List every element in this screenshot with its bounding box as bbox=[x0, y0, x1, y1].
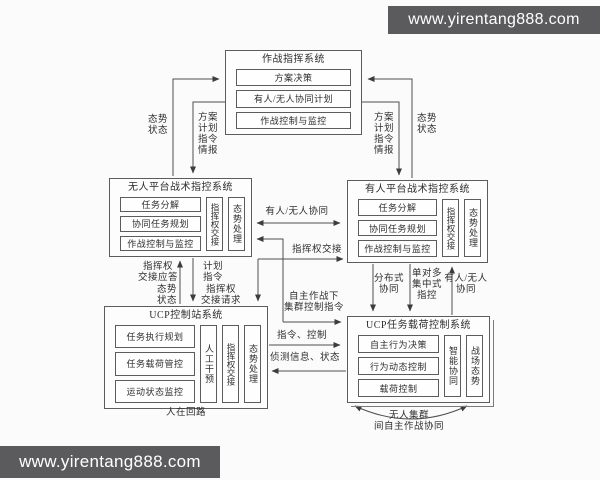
column-situation-processing: 态势处理 bbox=[464, 199, 481, 257]
flow-label-plan-right-down: 方案 计划 指令 情报 bbox=[373, 113, 394, 156]
box-title: 有人平台战术指控系统 bbox=[365, 184, 470, 195]
flow-label-one-to-many: 单对多 集中式 指控 bbox=[411, 269, 442, 301]
flow-label-situation-right-up: 态势 状态 bbox=[416, 114, 437, 135]
box-command-system: 作战指挥系统 方案决策 有人/无人协同计划 作战控制与监控 bbox=[225, 50, 362, 135]
item-coop-task-plan: 协同任务规划 bbox=[120, 216, 201, 232]
flow-label-situation-left-up: 态势 状态 bbox=[147, 115, 168, 136]
flow-line-situation-right-up bbox=[367, 76, 413, 178]
item-autonomous-decision: 自主行为决策 bbox=[358, 335, 439, 353]
box-manned-tactical: 有人平台战术指控系统 任务分解 协同任务规划 作战控制与监控 指挥权交接 态势处… bbox=[347, 180, 488, 263]
column-command-handover: 指挥权交接 bbox=[222, 325, 239, 403]
item-coop-task-plan: 协同任务规划 bbox=[358, 219, 437, 237]
item-task-decompose: 任务分解 bbox=[358, 199, 437, 216]
flow-line-plan-left-down bbox=[190, 101, 225, 174]
item-payload-control: 载荷控制 bbox=[358, 379, 439, 397]
box-ucp-station: UCP控制站系统 任务执行规划 任务载荷管控 运动状态监控 人工干预 指挥权交接… bbox=[104, 306, 268, 409]
footnote-human-in-loop: 人在回路 bbox=[165, 408, 206, 418]
item-coop-plan: 有人/无人协同计划 bbox=[236, 90, 351, 108]
column-command-handover: 指挥权交接 bbox=[442, 199, 459, 257]
watermark-bottom-left: www.yirentang888.com bbox=[0, 446, 220, 478]
item-task-decompose: 任务分解 bbox=[120, 197, 201, 213]
flow-label-plan-cmd: 计划 指令 bbox=[202, 262, 223, 283]
flow-label-manned-unmanned: 有人/无人 协同 bbox=[444, 274, 488, 295]
column-manual-intervention: 人工干预 bbox=[200, 325, 217, 403]
flow-arc-swarm-coop bbox=[354, 405, 468, 420]
column-command-handover: 指挥权交接 bbox=[206, 197, 223, 251]
box-title: UCP控制站系统 bbox=[149, 310, 223, 321]
box-title: 作战指挥系统 bbox=[262, 54, 325, 65]
flow-label-coop-mid: 有人/无人协同 bbox=[265, 207, 329, 217]
flow-label-handover-reply: 指挥权 交接应答 bbox=[137, 262, 178, 283]
column-situation-processing: 态势处理 bbox=[228, 197, 245, 251]
box-ucp-payload: UCP任务载荷控制系统 自主行为决策 行为动态控制 载荷控制 智能协同 战场态势 bbox=[347, 316, 490, 403]
item-combat-control: 作战控制与监控 bbox=[236, 111, 351, 129]
item-task-exec-plan: 任务执行规划 bbox=[115, 325, 195, 349]
flow-label-plan-left-down: 方案 计划 指令 情报 bbox=[197, 113, 218, 156]
flow-line-situation-left-up bbox=[172, 76, 220, 176]
flow-label-detect-info: 侦测信息、状态 bbox=[269, 353, 340, 363]
watermark-top-right: www.yirentang888.com bbox=[388, 6, 600, 34]
flow-label-handover-mid: 指挥权交接 bbox=[291, 245, 342, 255]
column-situation-processing: 态势处理 bbox=[244, 325, 261, 403]
box-unmanned-tactical: 无人平台战术指控系统 任务分解 协同任务规划 作战控制与监控 指挥权交接 态势处… bbox=[109, 178, 252, 257]
item-combat-control: 作战控制与监控 bbox=[120, 235, 201, 251]
flow-label-distributed: 分布式 协同 bbox=[373, 274, 404, 295]
flow-line-plan-right-down bbox=[362, 101, 402, 176]
flow-label-state-feedback: 态势 状态 bbox=[156, 285, 177, 306]
column-intelligent-coop: 智能协同 bbox=[444, 335, 461, 397]
item-motion-monitor: 运动状态监控 bbox=[115, 379, 195, 403]
flow-line-swarm-feedback bbox=[256, 236, 284, 322]
footnote-swarm-coop: 无人集群 间自主作战协同 bbox=[373, 411, 444, 432]
item-plan-decision: 方案决策 bbox=[236, 69, 351, 87]
box-title: 无人平台战术指控系统 bbox=[128, 182, 233, 193]
flow-label-handover-req: 指挥权 交接请求 bbox=[200, 285, 241, 306]
item-payload-mgmt: 任务载荷管控 bbox=[115, 352, 195, 376]
column-battlefield-situation: 战场态势 bbox=[466, 335, 483, 397]
item-combat-control: 作战控制与监控 bbox=[358, 240, 437, 258]
item-behavior-control: 行为动态控制 bbox=[358, 357, 439, 375]
box-title: UCP任务载荷控制系统 bbox=[366, 320, 471, 331]
flow-label-cmd-ctrl: 指令、控制 bbox=[276, 331, 327, 341]
flow-label-auto-swarm: 自主作战下 集群控制指令 bbox=[283, 292, 344, 313]
